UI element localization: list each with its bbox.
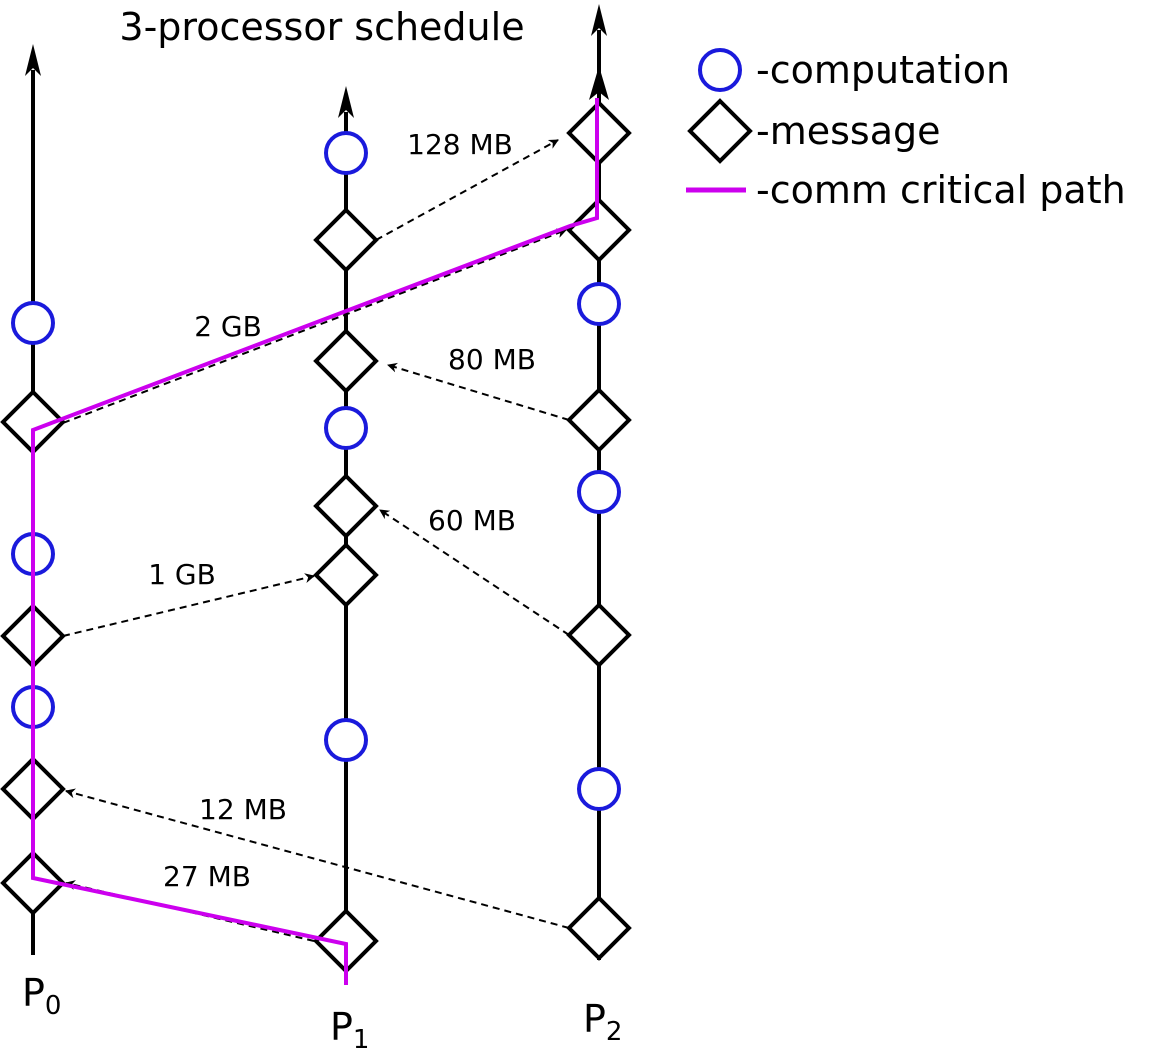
legend-message-diamond-icon [687,98,753,164]
computation-nodes [11,131,621,811]
timeline-arrow-icon [591,4,607,36]
message-label-12mb: 12 MB [199,793,287,826]
computation-circle-icon [577,767,621,811]
legend-computation-circle-icon [698,48,742,92]
timeline-arrow-icon [338,86,354,118]
message-diamond-icon [313,328,379,394]
timeline-arrow-icon [589,66,609,100]
message-label-128mb: 128 MB [407,128,513,161]
processor-label-p1: P1 [330,1005,369,1049]
message-nodes [0,100,632,974]
message-diamond-icon [313,207,379,273]
message-diamond-icon [313,473,379,539]
message-arrow-80mb [387,362,570,421]
message-arrow-27mb [65,880,315,942]
message-diamond-icon [566,387,632,453]
timeline-arrow-icon [25,44,41,76]
message-label-80mb: 80 MB [448,343,536,376]
critical-path-line [31,98,599,985]
message-label-1gb: 1 GB [148,558,216,591]
message-arrow-60mb [379,509,570,636]
computation-circle-icon [11,301,55,345]
processor-label-p0: P0 [22,971,61,1021]
legend-critical-path-label: -comm critical path [756,168,1126,212]
computation-circle-icon [577,282,621,326]
computation-circle-icon [324,718,368,762]
message-diamond-icon [0,850,66,916]
legend-computation-label: -computation [756,48,1010,92]
computation-circle-icon [577,470,621,514]
message-arrow-128mb [375,139,559,241]
message-diamond-icon [313,542,379,608]
message-arrow-12mb [65,788,570,929]
message-diamond-icon [566,895,632,961]
processor-label-p2: P2 [583,997,622,1047]
legend: -computation -message -comm critical pat… [686,48,1126,212]
computation-circle-icon [324,406,368,450]
message-label-2gb: 2 GB [194,310,262,343]
computation-circle-icon [324,131,368,175]
message-diamond-icon [566,602,632,668]
message-label-60mb: 60 MB [428,504,516,537]
message-label-27mb: 27 MB [163,860,251,893]
legend-message-label: -message [756,109,941,153]
message-diamond-icon [566,197,632,263]
diagram-title: 3-processor schedule [119,5,524,49]
message-arrow-2gb [62,228,567,424]
